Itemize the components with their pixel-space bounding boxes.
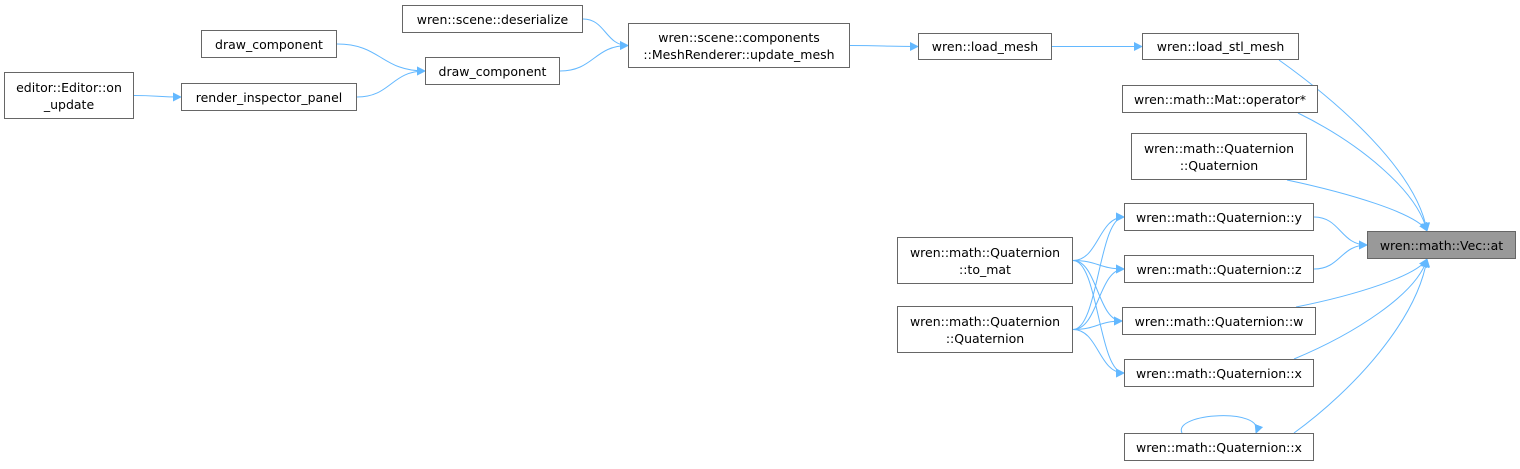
edge-mat_operator-to-vec_at [1297, 112, 1430, 232]
edge-quat_y-to-vec_at [1313, 216, 1368, 250]
edge-quat_x2-to-quat_x2 [1180, 415, 1264, 434]
edge-quat_ctor-to-quat_w [1072, 316, 1123, 330]
edge-quat_ctor-to-quat_x [1072, 329, 1125, 378]
node-render-inspector-panel[interactable]: render_inspector_panel [181, 83, 357, 111]
edge-quat_x2-to-vec_at [1293, 258, 1431, 434]
node-quat-w[interactable]: wren::math::Quaternion::w [1122, 307, 1316, 335]
edge-load_stl_mesh-to-vec_at [1278, 59, 1431, 232]
node-load-mesh[interactable]: wren::load_mesh [918, 33, 1052, 60]
edge-quat_w-to-vec_at [1295, 258, 1428, 308]
node-draw-component-a[interactable]: draw_component [201, 30, 337, 58]
node-quat-ctor-top[interactable]: wren::math::Quaternion ::Quaternion [1131, 133, 1307, 180]
node-quat-x[interactable]: wren::math::Quaternion::x [1124, 359, 1314, 387]
edge-quat_to_mat-to-quat_y [1072, 212, 1125, 261]
edge-quat_to_mat-to-quat_x [1072, 260, 1125, 378]
edge-quat_ctor-to-quat_z [1072, 264, 1125, 330]
node-vec-at[interactable]: wren::math::Vec::at [1367, 231, 1516, 259]
node-quat-ctor[interactable]: wren::math::Quaternion ::Quaternion [897, 306, 1073, 353]
node-quat-y[interactable]: wren::math::Quaternion::y [1124, 203, 1314, 231]
edge-draw_component_a-to-draw_component_b [336, 43, 426, 76]
edge-quat_ctor_top-to-vec_at [1286, 179, 1428, 232]
edge-draw_component_b-to-update_mesh [559, 41, 629, 72]
edge-editor_on_update-to-render_inspector_panel [133, 92, 182, 102]
edge-quat_x-to-vec_at [1293, 258, 1430, 360]
node-editor-on-update[interactable]: editor::Editor::on _update [4, 72, 134, 119]
node-quat-x2[interactable]: wren::math::Quaternion::x [1124, 433, 1314, 461]
node-update-mesh[interactable]: wren::scene::components ::MeshRenderer::… [628, 23, 850, 68]
edge-quat_ctor-to-quat_y [1072, 212, 1125, 330]
node-quat-to-mat[interactable]: wren::math::Quaternion ::to_mat [897, 237, 1073, 284]
node-deserialize[interactable]: wren::scene::deserialize [402, 5, 583, 33]
node-quat-z[interactable]: wren::math::Quaternion::z [1124, 255, 1314, 283]
node-draw-component-b[interactable]: draw_component [425, 57, 560, 85]
edge-update_mesh-to-load_mesh [849, 41, 919, 51]
node-mat-operator[interactable]: wren::math::Mat::operator* [1122, 85, 1318, 113]
edge-quat_z-to-vec_at [1313, 240, 1368, 270]
edge-render_inspector_panel-to-draw_component_b [356, 66, 426, 98]
edge-deserialize-to-update_mesh [582, 18, 629, 50]
node-load-stl-mesh[interactable]: wren::load_stl_mesh [1142, 33, 1299, 60]
